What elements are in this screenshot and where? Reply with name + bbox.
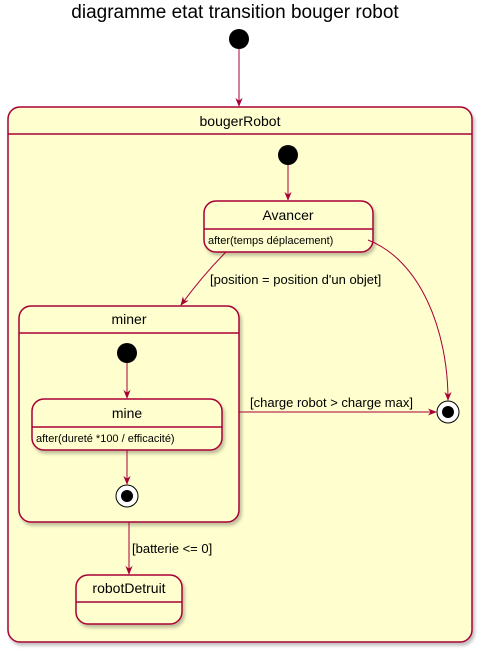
mine-label: mine (112, 405, 143, 421)
diagram-title: diagramme etat transition bouger robot (71, 2, 399, 23)
transition-avancer-to-miner (180, 251, 227, 306)
state-avancer (203, 200, 374, 253)
final-state-bougerRobot (436, 400, 460, 424)
transition-avancer-to-final (367, 239, 452, 401)
mine-action: after(dureté *100 / efficacité) (36, 433, 175, 445)
state-robotDetruit (75, 574, 183, 625)
robotDetruit-label: robotDetruit (92, 580, 165, 596)
miner-label: miner (111, 311, 146, 327)
guard-avancer-to-miner: [position = position d'un objet] (210, 272, 381, 287)
guard-miner-to-final: [charge robot > charge max] (250, 395, 413, 410)
initial-state-bougerRobot (278, 145, 298, 165)
avancer-label: Avancer (262, 207, 313, 223)
initial-state-top (229, 29, 249, 49)
guard-miner-to-robotDetruit: [batterie <= 0] (132, 541, 212, 556)
initial-state-miner (117, 343, 137, 363)
bougerRobot-label: bougerRobot (200, 113, 281, 129)
final-state-miner (115, 484, 139, 508)
avancer-action: after(temps déplacement) (208, 235, 333, 247)
